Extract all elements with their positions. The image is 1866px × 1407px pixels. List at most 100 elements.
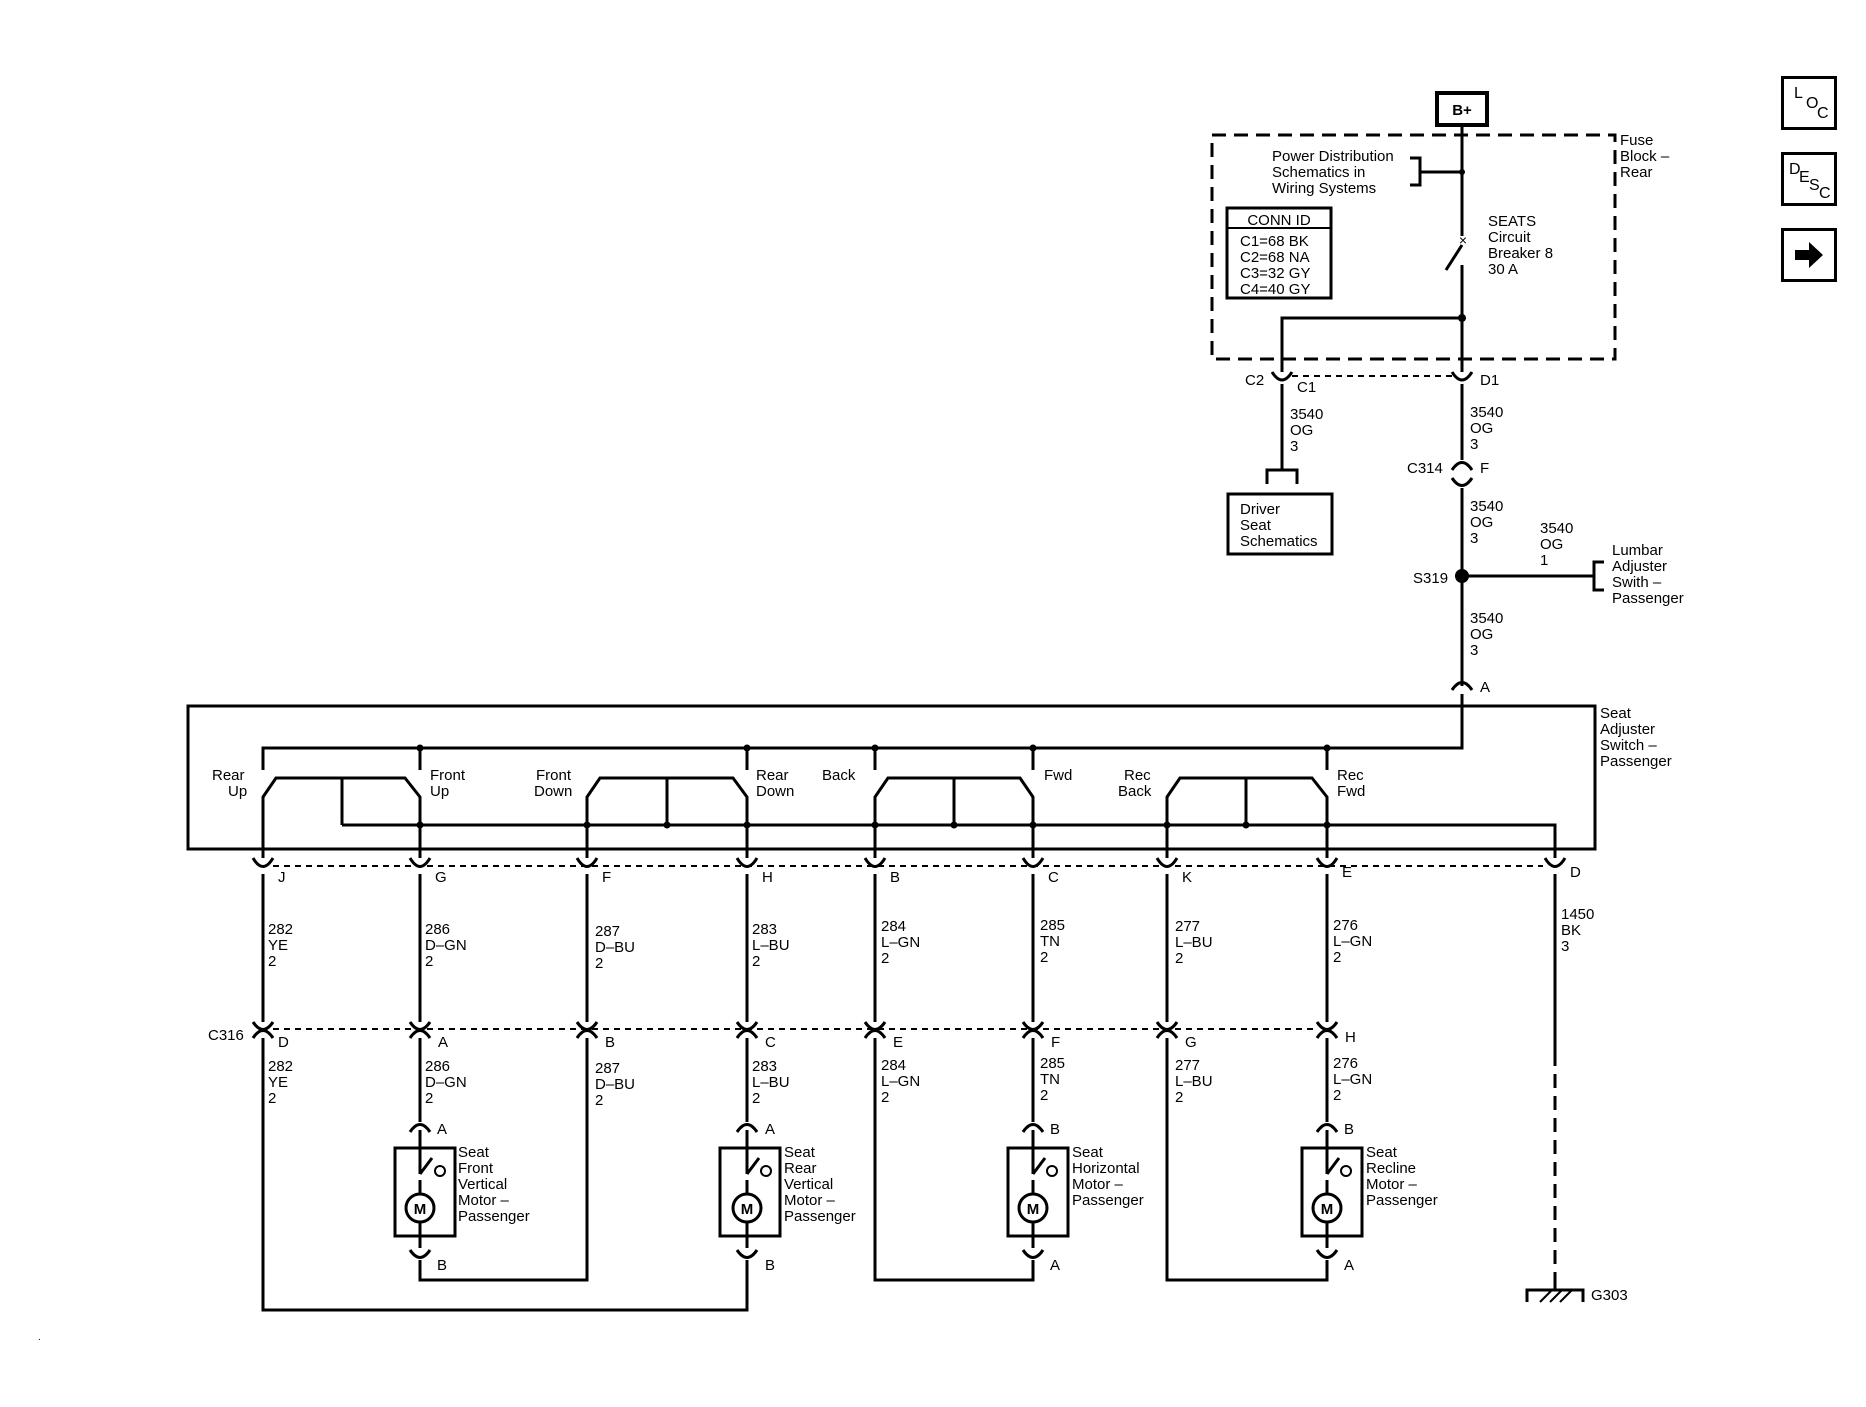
corner-dot: . <box>38 1332 41 1343</box>
pos-rear-up-2: Up <box>228 783 247 800</box>
loc-button[interactable]: L O C <box>1781 76 1837 130</box>
svg-text:L–GN: L–GN <box>1333 933 1372 950</box>
next-arrow-button[interactable] <box>1781 228 1837 282</box>
s319-label: S319 <box>1413 570 1448 587</box>
svg-text:L–GN: L–GN <box>881 1073 920 1090</box>
svg-text:283: 283 <box>752 1058 777 1075</box>
svg-text:285: 285 <box>1040 917 1065 934</box>
c316-label: C316 <box>208 1027 244 1044</box>
motor-rear-vertical-label-5: Passenger <box>784 1208 856 1225</box>
switch-pin-a-connector <box>1450 681 1474 691</box>
pin-top-f: F <box>602 869 611 886</box>
breaker-label-1: SEATS <box>1488 213 1536 230</box>
svg-text:282: 282 <box>268 1058 293 1075</box>
pos-back: Back <box>822 767 856 784</box>
motor-horizontal-bottom-pin: A <box>1050 1257 1060 1274</box>
motor-rear-vertical-top-pin: A <box>765 1121 775 1138</box>
svg-text:2: 2 <box>1175 950 1183 967</box>
driver-seat-1: Driver <box>1240 501 1280 518</box>
svg-text:L–GN: L–GN <box>881 934 920 951</box>
c316-pin-b: B <box>605 1034 615 1051</box>
pin-top-c: C <box>1048 869 1059 886</box>
wire-driver-3: 3 <box>1290 438 1298 455</box>
wire-c314-2: OG <box>1470 514 1493 531</box>
c316-pin-d: D <box>278 1034 289 1051</box>
c316-pin-h: H <box>1345 1029 1356 1046</box>
fuse-block-label-3: Rear <box>1620 164 1653 181</box>
conn-id-c3: C3=32 GY <box>1240 265 1310 282</box>
svg-text:L–BU: L–BU <box>752 937 790 954</box>
pin-top-b: B <box>890 869 900 886</box>
svg-text:277: 277 <box>1175 1057 1200 1074</box>
svg-text:2: 2 <box>425 1090 433 1107</box>
svg-text:2: 2 <box>1333 949 1341 966</box>
svg-text:2: 2 <box>268 1090 276 1107</box>
c316-connector <box>251 1021 1339 1039</box>
c316-pin-c: C <box>765 1034 776 1051</box>
svg-text:277: 277 <box>1175 918 1200 935</box>
motor-front-vertical-label-2: Front <box>458 1160 494 1177</box>
switch-pin-a: A <box>1480 679 1490 696</box>
svg-text:L–BU: L–BU <box>752 1074 790 1091</box>
wire-d1-3: 3 <box>1470 436 1478 453</box>
power-distribution-bracket <box>1410 156 1462 187</box>
breaker-label-3: Breaker 8 <box>1488 245 1553 262</box>
lumbar-label-1: Lumbar <box>1612 542 1663 559</box>
motor-rear-vertical-label-4: Motor – <box>784 1192 836 1209</box>
pos-front-up-1: Front <box>430 767 466 784</box>
svg-text:M: M <box>741 1201 754 1218</box>
wire-lumbar-2: OG <box>1540 536 1563 553</box>
svg-text:YE: YE <box>268 937 288 954</box>
wire-s319-1: 3540 <box>1470 610 1503 627</box>
motor-horizontal-label-1: Seat <box>1072 1144 1104 1161</box>
svg-text:282: 282 <box>268 921 293 938</box>
svg-text:2: 2 <box>425 953 433 970</box>
switch-label-4: Passenger <box>1600 753 1672 770</box>
pin-top-e: E <box>1342 864 1352 881</box>
conn-id-title: CONN ID <box>1247 212 1311 229</box>
wire-c314-1: 3540 <box>1470 498 1503 515</box>
svg-text:2: 2 <box>1175 1089 1183 1106</box>
motor-front-vertical-top-pin: A <box>437 1121 447 1138</box>
svg-text:2: 2 <box>595 1092 603 1109</box>
svg-text:D–BU: D–BU <box>595 939 635 956</box>
conn-id-box <box>1225 206 1333 300</box>
svg-text:287: 287 <box>595 1060 620 1077</box>
pin-top-h: H <box>762 869 773 886</box>
desc-letter-e: E <box>1799 169 1810 186</box>
motor-horizontal-label-3: Motor – <box>1072 1176 1124 1193</box>
wire-lumbar-1: 3540 <box>1540 520 1573 537</box>
switch-label-1: Seat <box>1600 705 1632 722</box>
c314-connector <box>1450 461 1474 471</box>
wire-driver-1: 3540 <box>1290 406 1323 423</box>
motor-recline-bottom-pin: A <box>1344 1257 1354 1274</box>
pos-rec-fwd-1: Rec <box>1337 767 1364 784</box>
svg-text:283: 283 <box>752 921 777 938</box>
wire-driver-2: OG <box>1290 422 1313 439</box>
driver-seat-box <box>1226 492 1334 556</box>
lumbar-label-3: Swith – <box>1612 574 1662 591</box>
svg-text:L–BU: L–BU <box>1175 1073 1213 1090</box>
motor-rear-vertical-label-2: Rear <box>784 1160 817 1177</box>
conn-id-c2: C2=68 NA <box>1240 249 1310 266</box>
svg-text:2: 2 <box>752 1090 760 1107</box>
pos-rear-up-1: Rear <box>212 767 245 784</box>
pos-front-down-2: Down <box>534 783 572 800</box>
svg-text:287: 287 <box>595 923 620 940</box>
motor-rear-vertical: M <box>718 1123 782 1270</box>
breaker-label-2: Circuit <box>1488 229 1531 246</box>
svg-text:BK: BK <box>1561 922 1581 939</box>
motor-horizontal-top-pin: B <box>1050 1121 1060 1138</box>
power-distribution-ref-2: Schematics in <box>1272 164 1365 181</box>
motor-rear-vertical-bottom-pin: B <box>765 1257 775 1274</box>
motor-front-vertical-label-5: Passenger <box>458 1208 530 1225</box>
svg-text:3: 3 <box>1561 938 1569 955</box>
c314-label: C314 <box>1407 460 1443 477</box>
motor-recline-top-pin: B <box>1344 1121 1354 1138</box>
desc-button[interactable]: D E S C <box>1781 152 1837 206</box>
motor-front-vertical: M <box>393 1123 457 1270</box>
svg-text:284: 284 <box>881 1057 906 1074</box>
driver-seat-3: Schematics <box>1240 533 1318 550</box>
